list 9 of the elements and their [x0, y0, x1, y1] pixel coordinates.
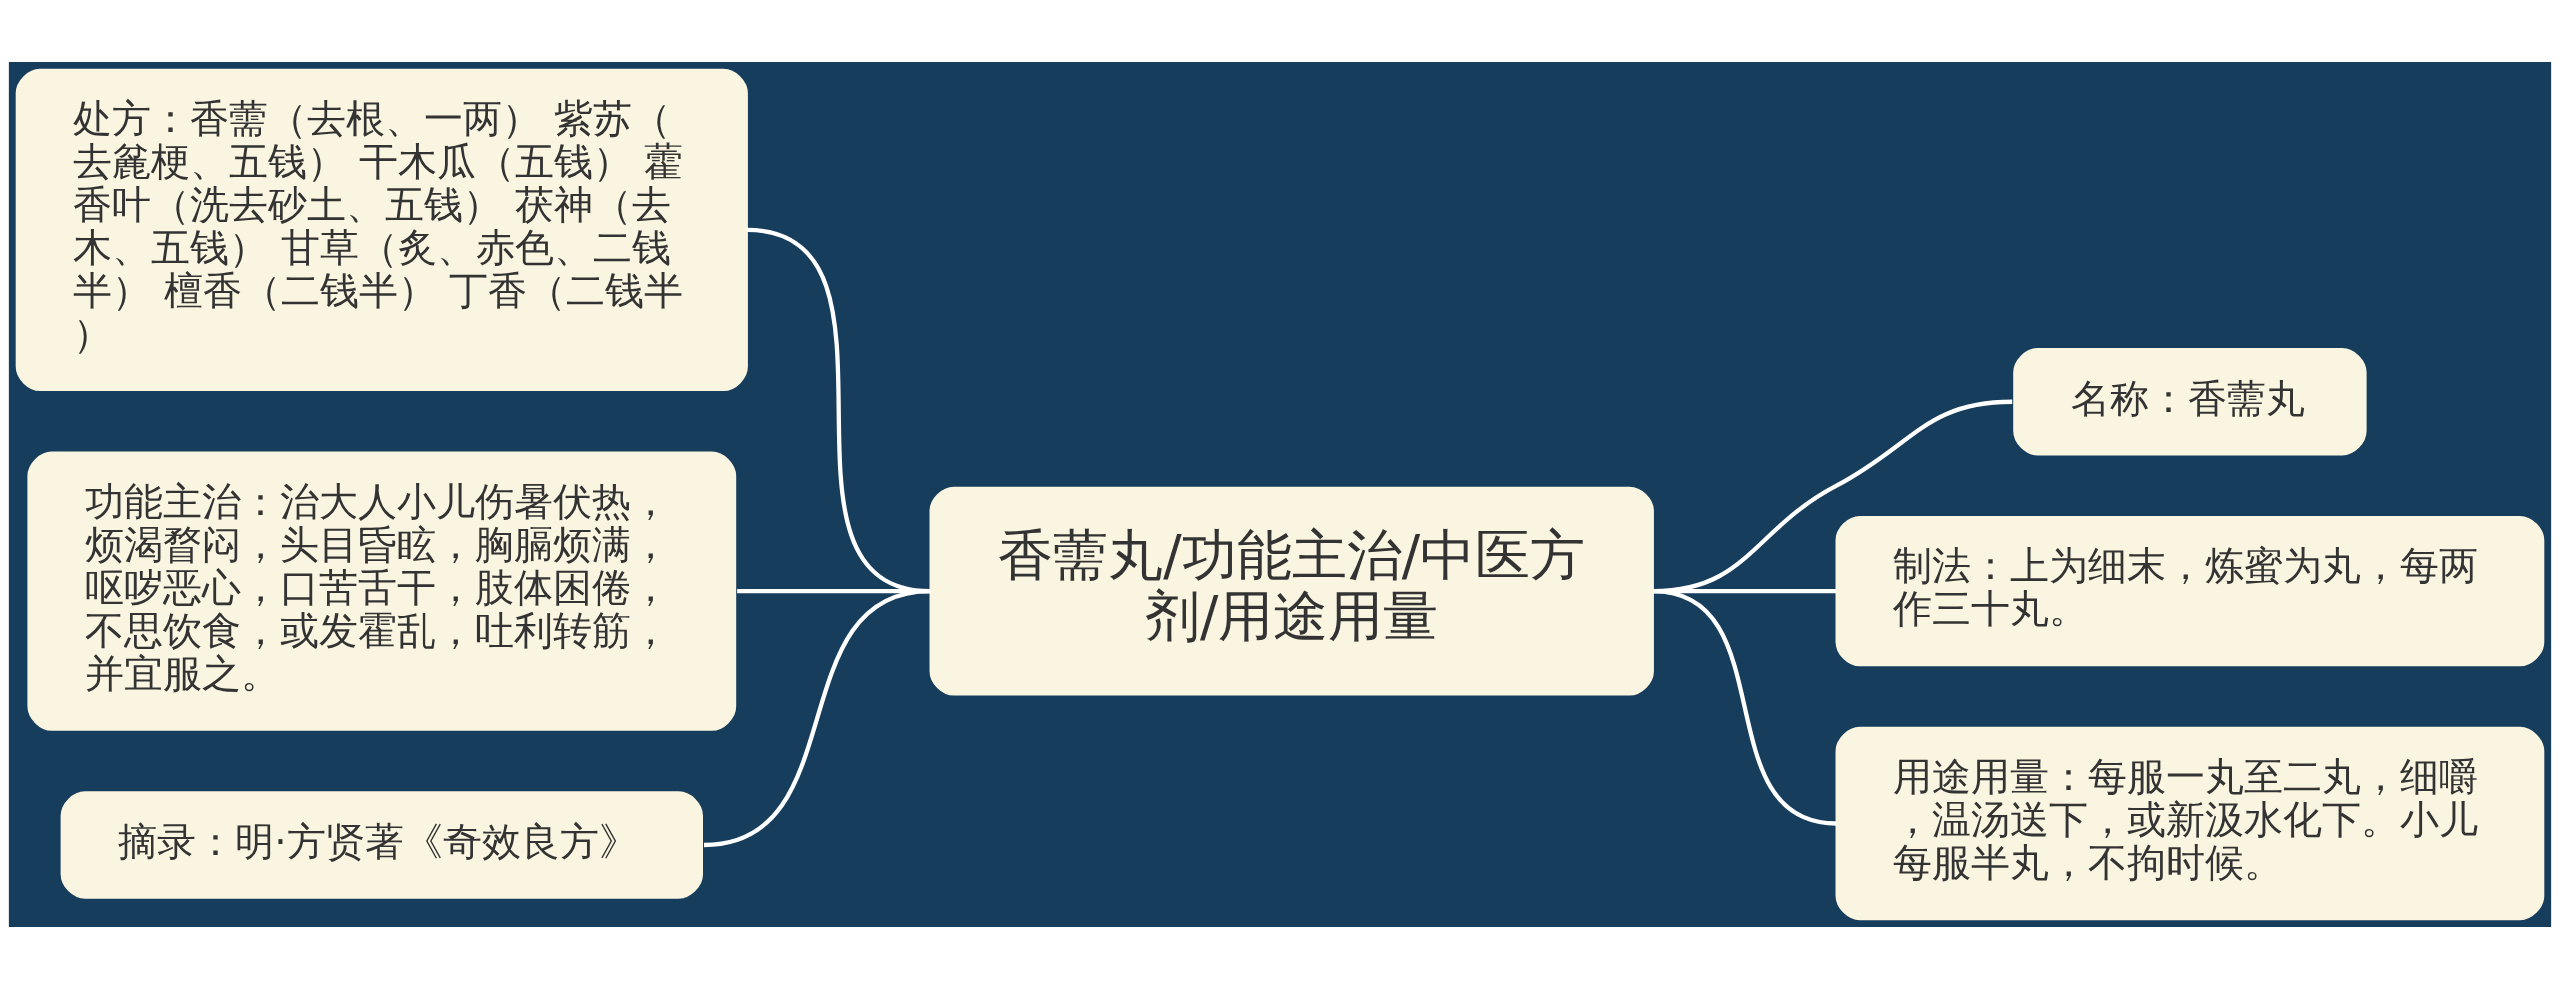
node-box: 摘录：明·方贤著《奇效良方》 — [60, 791, 703, 899]
node-box: 处方：香薷（去根、一两） 紫苏（去麄梗、五钱） 干木瓜（五钱） 藿香叶（洗去砂土、五钱） 茯神（去木、五钱） 甘草（炙、赤色、二钱半） 檀香（二钱半） 丁香（二钱半） — [15, 68, 748, 391]
node-box: 名称：香薷丸 — [2013, 348, 2367, 456]
node-box: 制法：上为细末，炼蜜为丸，每两作三十丸。 — [1835, 515, 2545, 667]
node-box: 用途用量：每服一丸至二丸，细嚼，温汤送下，或新汲水化下。小儿每服半丸，不拘时候。 — [1835, 726, 2545, 921]
connector — [1652, 589, 1837, 826]
connector — [703, 589, 931, 848]
node-box: 功能主治：治大人小儿伤暑伏热，烦渴瞀闷，头目昏眩，胸膈烦满，呕哕恶心，口苦舌干，肢体困倦，不思饮食，或发霍乱，吐利转筋，并宜服之。 — [27, 451, 737, 731]
node-box: 香薷丸/功能主治/中医方剂/用途用量 — [929, 486, 1654, 696]
